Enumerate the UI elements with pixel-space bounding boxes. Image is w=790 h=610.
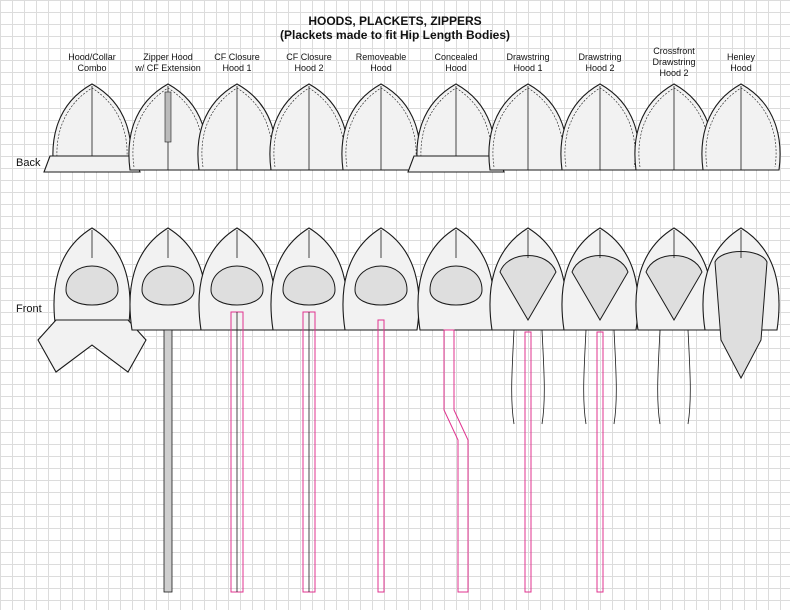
removeable-placket: [377, 319, 385, 593]
face-opening: [282, 265, 336, 306]
lapel-collar: [37, 319, 147, 373]
face-opening: [65, 265, 119, 306]
front-hood-5: [342, 227, 420, 593]
column-label-7: Drawstring Hood 1: [506, 52, 550, 73]
face-opening: [714, 251, 768, 380]
column-label-2: Zipper Hood w/ CF Extension: [135, 52, 201, 73]
concealed-placket: [443, 329, 469, 593]
page-title: HOODS, PLACKETS, ZIPPERS: [308, 14, 482, 28]
row-label-back: Back: [16, 157, 41, 169]
column-label-9: Crossfront Drawstring Hood 2: [652, 46, 696, 78]
back-hood-9: [634, 83, 714, 171]
drawstring-left: [583, 329, 587, 425]
front-hood-1: [37, 227, 147, 373]
drawstring-placket: [524, 331, 532, 593]
face-opening: [354, 265, 408, 306]
row-label-front: Front: [16, 303, 42, 315]
back-hood-2: [128, 83, 208, 171]
face-opening: [210, 265, 264, 306]
column-label-10: Henley Hood: [726, 52, 755, 73]
face-opening: [141, 265, 195, 306]
back-zipper: [164, 91, 172, 143]
front-hood-9: [635, 227, 713, 425]
drawstring-right: [541, 329, 545, 425]
column-label-8: Drawstring Hood 2: [578, 52, 622, 73]
back-hood-4: [269, 83, 349, 171]
drawstring-right: [687, 329, 691, 425]
back-hood-1: [43, 83, 141, 173]
back-hood-6: [407, 83, 505, 173]
back-hood-10: [701, 83, 781, 171]
column-label-1: Hood/Collar Combo: [68, 52, 116, 73]
front-hood-4: [270, 227, 348, 593]
column-label-5: Removeable Hood: [355, 52, 407, 73]
drawstring-left: [511, 329, 515, 425]
front-hood-8: [561, 227, 639, 593]
back-collar-band: [407, 155, 505, 173]
back-hood-3: [197, 83, 277, 171]
back-hood-8: [560, 83, 640, 171]
back-collar-band: [43, 155, 141, 173]
back-hood-7: [488, 83, 568, 171]
front-hood-7: [489, 227, 567, 593]
front-hood-2: [129, 227, 207, 593]
front-hood-6: [417, 227, 495, 593]
drawstring-placket: [596, 331, 604, 593]
face-opening: [499, 255, 557, 321]
page-subtitle: (Plackets made to fit Hip Length Bodies): [279, 28, 511, 42]
drawstring-left: [657, 329, 661, 425]
front-hood-10: [702, 227, 780, 380]
face-opening: [429, 265, 483, 306]
face-opening: [645, 255, 703, 321]
front-hood-3: [198, 227, 276, 593]
face-opening: [571, 255, 629, 321]
column-label-3: CF Closure Hood 1: [214, 52, 260, 73]
column-label-4: CF Closure Hood 2: [286, 52, 332, 73]
back-hood-5: [341, 83, 421, 171]
column-label-6: Concealed Hood: [434, 52, 478, 73]
drawstring-right: [613, 329, 617, 425]
cf-zipper-extension: [163, 329, 173, 593]
